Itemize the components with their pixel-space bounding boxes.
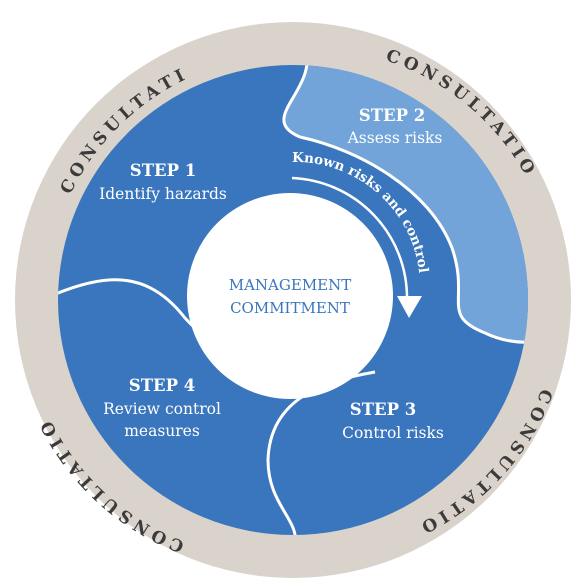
center-label-line1: MANAGEMENT bbox=[229, 276, 352, 294]
step-2-outline bbox=[282, 65, 528, 344]
step-4-description-line2: measures bbox=[124, 422, 200, 440]
known-risks-arrow-line bbox=[291, 176, 409, 299]
known-risks-arrowhead bbox=[397, 296, 422, 318]
step-2-description: Assess risks bbox=[347, 129, 443, 147]
management-commitment-hub bbox=[187, 193, 393, 399]
step-2-title: STEP 2 bbox=[359, 106, 425, 125]
center-label-line2: COMMITMENT bbox=[230, 299, 350, 317]
step-4-description-line1: Review control bbox=[103, 400, 221, 418]
step-3-title: STEP 3 bbox=[350, 400, 416, 419]
step-1-title: STEP 1 bbox=[130, 161, 196, 180]
step-3-description: Control risks bbox=[342, 424, 444, 442]
step-1-description: Identify hazards bbox=[99, 185, 227, 203]
step-4-title: STEP 4 bbox=[129, 376, 195, 395]
